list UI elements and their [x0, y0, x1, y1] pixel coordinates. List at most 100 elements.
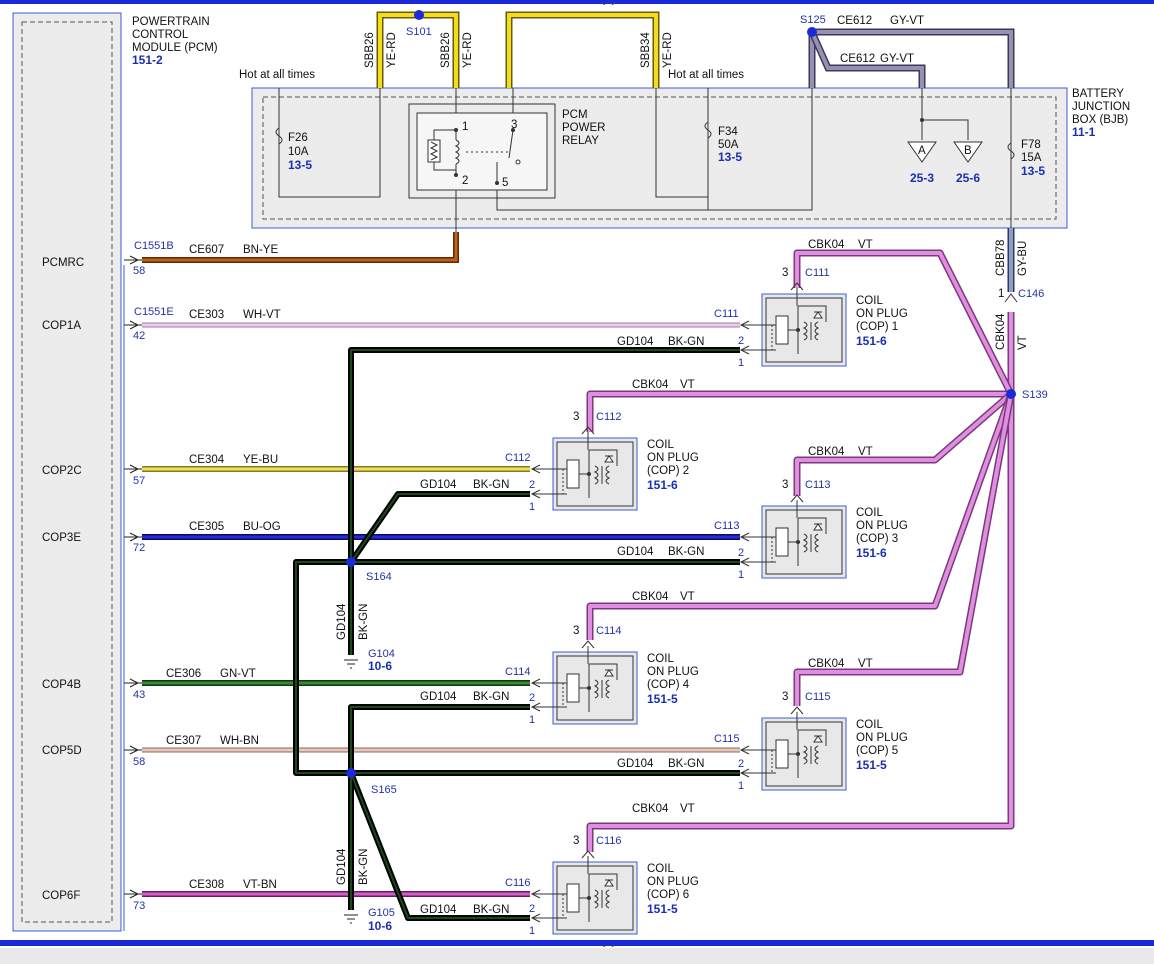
cop-housing	[761, 717, 847, 791]
cop-diode-lead	[798, 517, 827, 534]
cop-connector-label: C113	[714, 520, 739, 532]
relay-resistor-zigzag-icon	[429, 141, 439, 161]
cop-coil-core-icon	[775, 739, 789, 769]
pcm-title-line-1: POWERTRAIN	[132, 16, 210, 28]
fuse-name: F26	[288, 132, 308, 144]
relay-contact-icon	[515, 159, 521, 165]
pcm-box	[12, 12, 122, 932]
wire-color-label: BN-YE	[243, 244, 278, 256]
cop-coil-core-icon	[775, 527, 789, 557]
cop-connector-label: C114	[596, 625, 621, 637]
wire-circuit-label: CE612	[837, 15, 872, 27]
top-frame-bar	[0, 0, 1154, 4]
relay-pin-label: 3	[511, 119, 517, 131]
fuse-ref: 13-5	[1021, 164, 1045, 178]
cop-diode-icon	[604, 669, 614, 677]
cop-connector-label: C113	[805, 479, 830, 491]
cop-connector-arrow-icon	[790, 282, 804, 291]
cop-coil-primary-icon	[802, 745, 808, 765]
cop-connector-label: C112	[505, 452, 530, 464]
pcm-pin-label: COP5D	[42, 745, 82, 757]
hot-at-all-times-label: Hot at all times	[668, 69, 744, 81]
wire-circuit-label: CBK04	[995, 313, 1007, 350]
wire-circuit-label: GD104	[420, 691, 457, 703]
pcm-pin-number: 42	[133, 330, 145, 342]
wire-color-label: BK-GN	[668, 546, 704, 558]
cop-coil-core-icon	[566, 883, 580, 913]
cop-connector-arrow-icon	[581, 850, 595, 859]
relay-switch-blade	[508, 129, 514, 159]
fuse-amps: 50A	[718, 139, 739, 151]
wire-circuit-label: CE607	[189, 244, 224, 256]
splice-s101-dot	[414, 10, 424, 20]
cop-coil-secondary-icon	[814, 321, 820, 341]
ground-g105-name: G105	[368, 907, 395, 919]
wire-circuit-label: SBB26	[440, 32, 452, 68]
wire-color-label: VT	[1017, 335, 1029, 350]
fuse-name: F78	[1021, 139, 1041, 151]
pcm-pin-label: COP3E	[42, 532, 81, 544]
wire-color-label: YE-RD	[386, 32, 398, 68]
cop-title-line: ON PLUG	[647, 452, 699, 464]
cop-coil-core-icon	[566, 459, 580, 489]
cop-housing	[761, 293, 847, 367]
pcm-pin-number: 73	[133, 900, 145, 912]
splice-s164-label: S164	[366, 571, 392, 583]
connector-c146-label: C146	[1018, 288, 1044, 300]
cop-pin-number: 2	[529, 479, 535, 491]
splice-s164-dot	[346, 557, 356, 567]
cop-signal-connector-icon	[739, 320, 776, 330]
fuse-amps: 10A	[288, 146, 309, 158]
pcm-pin-label: COP2C	[42, 465, 82, 477]
ground-ref-a-icon	[907, 141, 937, 163]
relay-pin-dot	[454, 128, 458, 132]
pcm-pin-label: COP6F	[42, 890, 80, 902]
cop-title-line: COIL	[856, 719, 883, 731]
relay-pin-dot	[495, 181, 499, 185]
fuse-ref: 13-5	[288, 158, 312, 172]
cop-housing-inner	[765, 509, 843, 575]
wire-color-label: VT	[858, 658, 873, 670]
fuse-name: F34	[718, 126, 738, 138]
cop-title-line: COIL	[856, 295, 883, 307]
splice-s165-label: S165	[371, 784, 397, 796]
wire-color-label: VT	[680, 803, 695, 815]
wire-color-label: WH-BN	[220, 735, 259, 747]
cop-title-line: (COP) 3	[856, 533, 898, 545]
splice-s125-dot	[807, 27, 817, 37]
cop-diode-icon	[604, 455, 614, 463]
cop-diode-lead	[589, 663, 618, 680]
cop-signal-connector-icon	[530, 678, 567, 688]
cop-junction-dot	[796, 540, 800, 544]
relay-pin-dot	[511, 128, 515, 132]
fuse-f78-symbol	[1007, 142, 1015, 160]
splice-s139-dot	[1006, 389, 1016, 399]
cop-connector-arrow-icon	[581, 426, 595, 435]
cop-pin-number: 3	[573, 835, 579, 847]
cop-diode-icon	[813, 735, 823, 743]
cop-pin-number: 3	[782, 267, 788, 279]
cop-ref: 151-5	[647, 902, 678, 916]
cop-connector-label: C111	[805, 267, 830, 279]
cop-junction-dot	[796, 752, 800, 756]
cop-signal-connector-icon	[530, 464, 567, 474]
wire-color-label: BK-GN	[668, 758, 704, 770]
hot-at-all-times-label: Hot at all times	[239, 69, 315, 81]
bjb-ref: 11-1	[1072, 125, 1096, 139]
cop-coil-secondary-icon	[605, 465, 611, 485]
cop-ref: 151-5	[856, 758, 887, 772]
wire-circuit-label: CE307	[166, 735, 201, 747]
splice-dot	[920, 118, 924, 122]
cop-title-line: ON PLUG	[647, 666, 699, 678]
wire-circuit-label: CE303	[189, 309, 224, 321]
wire-circuit-label: GD104	[336, 848, 348, 885]
pcm-pin-number: 58	[133, 756, 145, 768]
cop-housing-inner	[765, 721, 843, 787]
fuse-ref: 13-5	[718, 150, 742, 164]
cop-pin-number: 2	[529, 692, 535, 704]
cop-housing-inner	[765, 297, 843, 363]
cop-title-line: (COP) 1	[856, 321, 898, 333]
cop-diode-lead	[798, 729, 827, 746]
